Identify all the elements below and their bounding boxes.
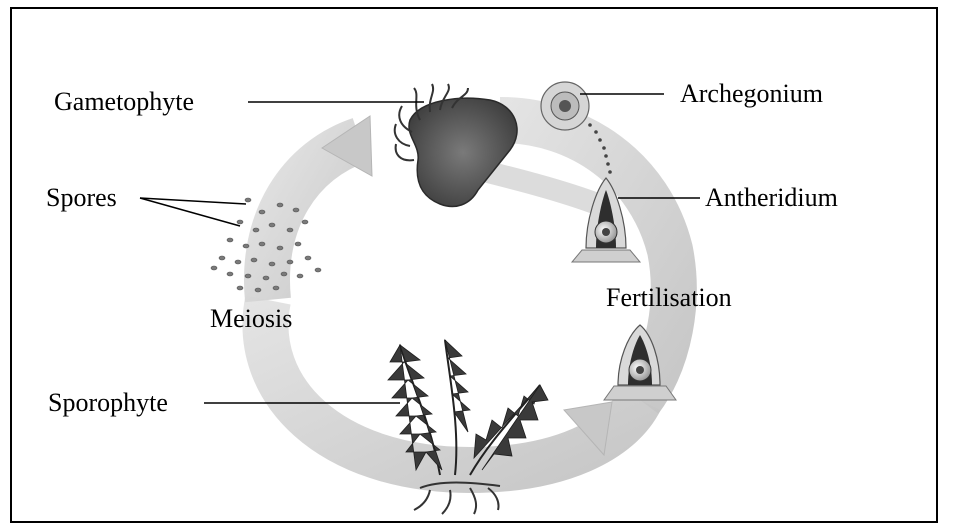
- gametophyte-label: Gametophyte: [54, 89, 194, 115]
- antheridium-label: Antheridium: [705, 185, 838, 211]
- fertilisation-label: Fertilisation: [606, 285, 732, 311]
- meiosis-label: Meiosis: [210, 306, 292, 332]
- archegonium-label: Archegonium: [680, 81, 823, 107]
- spores-label: Spores: [46, 185, 117, 211]
- sporophyte-label: Sporophyte: [48, 390, 168, 416]
